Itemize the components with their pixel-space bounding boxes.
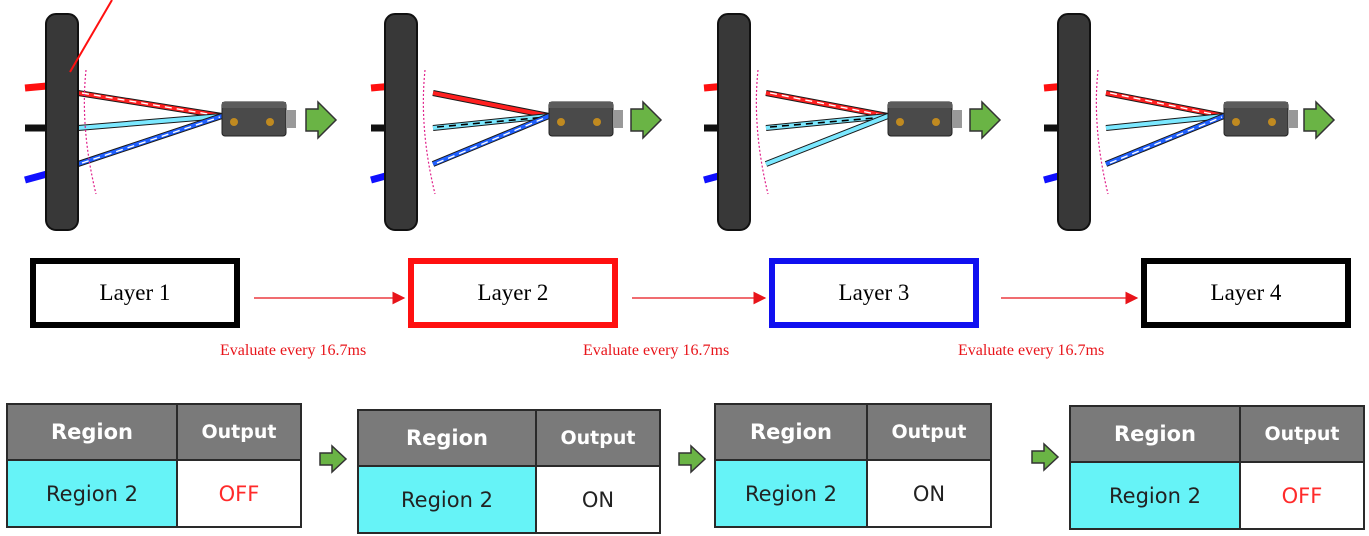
layer-label: Layer 2 [477, 280, 549, 305]
output-table-2: Region Output Region 2 ON [357, 409, 661, 534]
header-region: Region [357, 409, 537, 467]
laser-sensor-icon [887, 101, 962, 137]
next-arrow-icon [630, 100, 663, 140]
scan-illustration-4 [1043, 13, 1336, 231]
next-arrow-icon [969, 100, 1002, 140]
evaluate-label-3: Evaluate every 16.7ms [958, 342, 1105, 359]
pointer-line [69, 0, 113, 73]
beam-lines [77, 90, 223, 167]
scan-illustration-2 [370, 13, 663, 231]
layer-label: Layer 3 [838, 280, 910, 305]
green-arrow-icon [678, 444, 707, 474]
header-region: Region [714, 403, 868, 461]
header-region: Region [6, 403, 178, 461]
output-table-1: Region Output Region 2 OFF [6, 403, 302, 528]
pole-icon [384, 13, 418, 231]
next-arrow-icon [1303, 100, 1336, 140]
output-value: ON [866, 459, 992, 528]
header-output: Output [1239, 405, 1365, 463]
next-arrow-icon [305, 100, 338, 140]
output-value: OFF [176, 459, 302, 528]
scan-illustration-1 [24, 0, 338, 231]
layer-box-1: Layer 1 [30, 258, 240, 328]
pole-icon [45, 13, 79, 231]
layer-box-2: Layer 2 [408, 258, 618, 328]
evaluate-label-2: Evaluate every 16.7ms [583, 342, 730, 359]
region-cell: Region 2 [357, 465, 537, 534]
layer-label: Layer 4 [1210, 280, 1282, 305]
header-output: Output [866, 403, 992, 461]
header-output: Output [176, 403, 302, 461]
region-cell: Region 2 [6, 459, 178, 528]
laser-sensor-icon [1223, 101, 1298, 137]
region-cell: Region 2 [1069, 461, 1241, 530]
output-value: OFF [1239, 461, 1365, 530]
layer-label: Layer 1 [99, 280, 171, 305]
output-table-3: Region Output Region 2 ON [714, 403, 992, 528]
header-output: Output [535, 409, 661, 467]
green-arrow-icon [319, 444, 348, 474]
layer-box-4: Layer 4 [1141, 258, 1351, 328]
laser-sensor-icon [221, 101, 296, 137]
pole-icon [1057, 13, 1091, 231]
laser-sensor-icon [548, 101, 623, 137]
output-value: ON [535, 465, 661, 534]
pole-icon [717, 13, 751, 231]
output-table-4: Region Output Region 2 OFF [1069, 405, 1365, 530]
scan-illustration-3 [703, 13, 1002, 231]
region-cell: Region 2 [714, 459, 868, 528]
header-region: Region [1069, 405, 1241, 463]
layer-box-3: Layer 3 [769, 258, 979, 328]
evaluate-label-1: Evaluate every 16.7ms [220, 342, 367, 359]
green-arrow-icon [1031, 442, 1060, 472]
